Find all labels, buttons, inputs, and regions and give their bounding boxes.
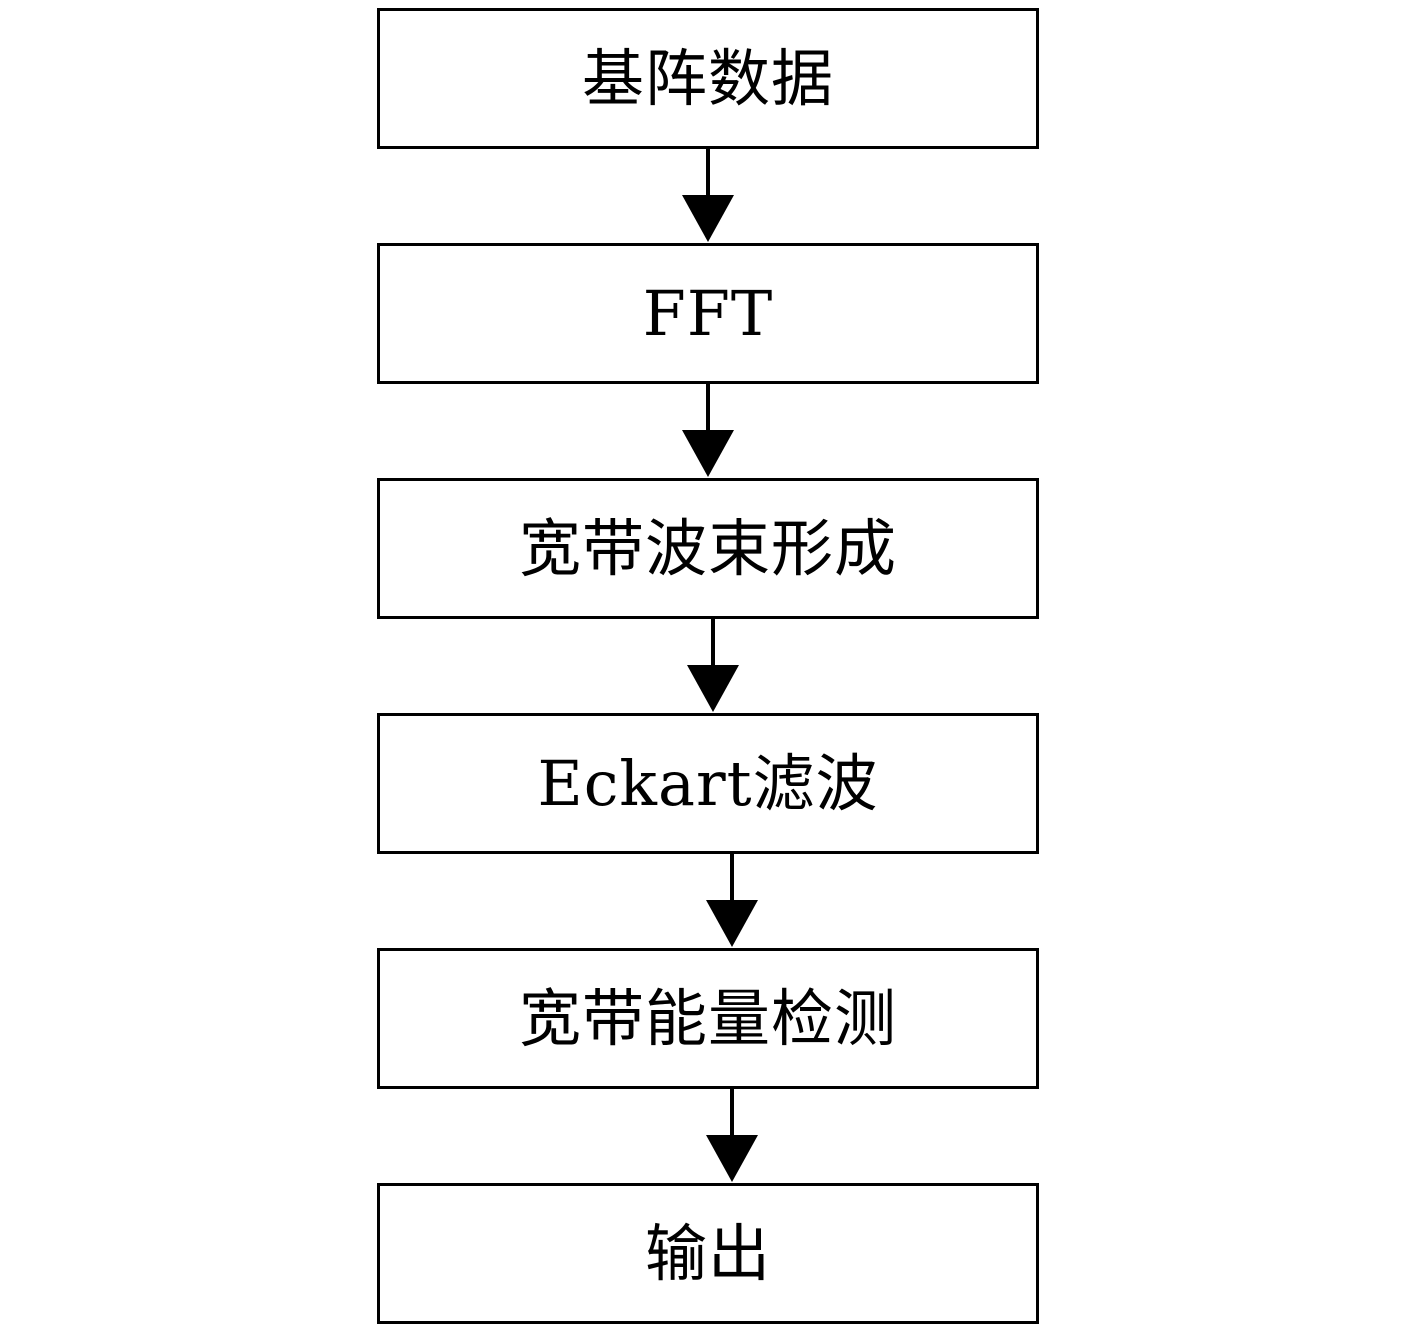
step-wideband-beamforming-box: 宽带波束形成: [377, 478, 1039, 619]
arrow-4: [706, 854, 758, 947]
step-output-box: 输出: [377, 1183, 1039, 1324]
step-fft-label: FFT: [642, 276, 774, 350]
arrow-5: [706, 1089, 758, 1182]
step-eckart-filter-label: Eckart滤波: [537, 746, 879, 820]
step-output-label: 输出: [644, 1216, 771, 1290]
step-fft-box: FFT: [377, 243, 1039, 384]
step-array-data-box: 基阵数据: [377, 8, 1039, 149]
step-eckart-filter-box: Eckart滤波: [377, 713, 1039, 854]
step-wideband-beamforming-label: 宽带波束形成: [518, 511, 897, 585]
arrow-1: [682, 149, 734, 242]
step-array-data-label: 基阵数据: [581, 41, 834, 115]
arrow-3: [687, 619, 739, 712]
arrow-2: [682, 384, 734, 477]
step-wideband-energy-detection-box: 宽带能量检测: [377, 948, 1039, 1089]
step-wideband-energy-detection-label: 宽带能量检测: [518, 981, 897, 1055]
